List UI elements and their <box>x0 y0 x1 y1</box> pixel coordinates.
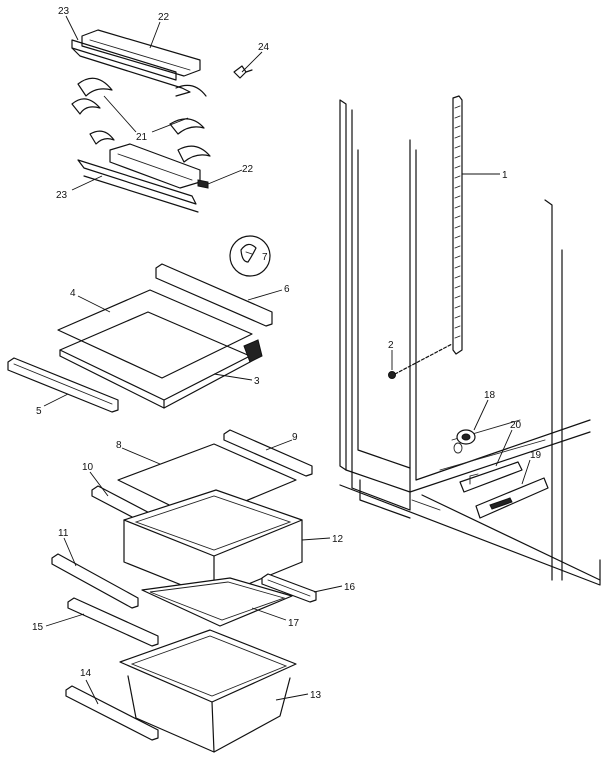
callout-3: 3 <box>254 376 260 387</box>
part-14-rail <box>65 685 159 741</box>
part-3-shelf-frame <box>59 311 263 409</box>
part-18-knob <box>453 429 476 454</box>
part-9-rail <box>223 429 313 477</box>
part-5-front-trim <box>7 357 119 413</box>
callout-10: 10 <box>82 462 94 473</box>
callout-15: 15 <box>32 622 44 633</box>
part-7-bracket-circle <box>229 235 271 277</box>
leader-lines <box>43 15 531 705</box>
callout-24: 24 <box>258 42 270 53</box>
callout-18: 18 <box>484 390 496 401</box>
callout-20: 20 <box>510 420 522 431</box>
part-6-rear-rail <box>155 263 273 327</box>
part-23-top-strip <box>71 39 191 97</box>
part-22-top-rail <box>81 29 201 77</box>
callout-6: 6 <box>284 284 290 295</box>
part-20-housing <box>459 461 523 493</box>
part-21-side-mounts <box>71 77 211 163</box>
callout-labels: 23 22 24 21 22 23 1 7 6 4 2 3 5 18 20 9 … <box>32 6 542 701</box>
callout-7: 7 <box>262 252 268 263</box>
callout-4: 4 <box>70 288 76 299</box>
callout-19: 19 <box>530 450 542 461</box>
part-13-bin <box>119 629 297 753</box>
part-23-bottom-strip <box>77 159 199 213</box>
callout-17: 17 <box>288 618 300 629</box>
part-1-shelf-ladder <box>452 95 463 355</box>
part-16-rail <box>261 573 317 603</box>
callout-21: 21 <box>136 132 148 143</box>
callout-8: 8 <box>116 440 122 451</box>
callout-22-bottom: 22 <box>242 164 254 175</box>
callout-14: 14 <box>80 668 92 679</box>
part-24-clip <box>233 65 253 79</box>
callout-16: 16 <box>344 582 356 593</box>
callout-12: 12 <box>332 534 344 545</box>
part-15-rail <box>67 597 159 647</box>
callout-5: 5 <box>36 406 42 417</box>
part-11-rail <box>51 553 139 609</box>
callout-13: 13 <box>310 690 322 701</box>
part-2-screw <box>388 343 453 379</box>
callout-11: 11 <box>58 528 69 539</box>
callout-23-bottom: 23 <box>56 190 68 201</box>
callout-1: 1 <box>502 170 508 181</box>
part-22-bottom-rail <box>109 143 209 189</box>
callout-9: 9 <box>292 432 298 443</box>
part-4-glass-panel <box>57 289 253 379</box>
callout-2: 2 <box>388 340 394 351</box>
cabinet-liner <box>339 99 601 586</box>
callout-22-top: 22 <box>158 12 170 23</box>
part-17-drawer-cover <box>141 577 293 627</box>
part-19-switch <box>475 477 549 519</box>
callout-23-top: 23 <box>58 6 70 17</box>
